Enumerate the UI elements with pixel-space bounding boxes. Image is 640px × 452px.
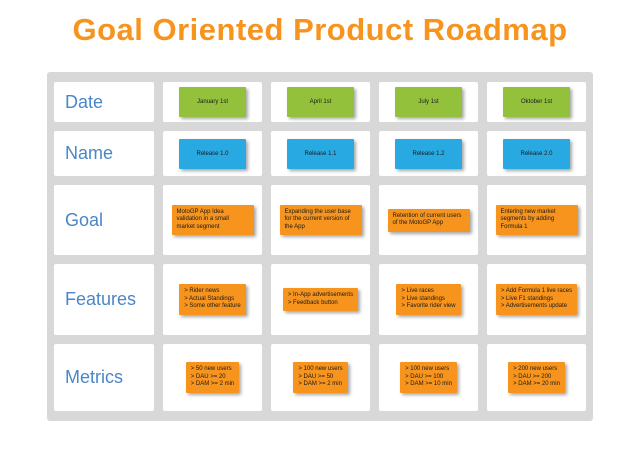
note-line: > DAU >= 100: [405, 373, 444, 380]
goal-cell: Retention of current users of the MotoGP…: [379, 185, 478, 255]
date-cell: Oktober 1st: [487, 82, 586, 122]
metrics-cell: > 100 new users > DAU >= 50 > DAM >= 2 m…: [271, 344, 370, 411]
note-line: > DAM >= 2 min: [298, 381, 342, 388]
goal-cell: Expanding the user base for the current …: [271, 185, 370, 255]
note-line: > DAU >= 50: [298, 373, 334, 380]
release-box: Release 1.1: [287, 138, 354, 169]
metrics-cell: > 50 new users > DAU >= 20 > DAM >= 2 mi…: [163, 344, 262, 411]
features-cell: > Live races > Live standings > Favorite…: [379, 264, 478, 335]
note-line: > DAM >= 2 min: [190, 381, 235, 388]
note-line: > Live races: [401, 288, 434, 295]
note-line: > Add Formula 1 live races: [500, 288, 573, 295]
row-label-metrics: Metrics: [54, 344, 154, 411]
row-label-date: Date: [54, 82, 154, 122]
date-box: January 1st: [179, 87, 246, 117]
release-box: Release 2.0: [503, 138, 570, 169]
goal-note: Retention of current users of the MotoGP…: [387, 208, 470, 232]
date-box: April 1st: [287, 87, 354, 117]
release-box: Release 1.0: [179, 138, 246, 169]
date-cell: April 1st: [271, 82, 370, 122]
note-line: > DAU >= 200: [513, 373, 552, 380]
features-cell: > Add Formula 1 live races > Live F1 sta…: [487, 264, 586, 335]
row-label-goal: Goal: [54, 185, 154, 255]
row-label-name: Name: [54, 131, 154, 176]
date-cell: January 1st: [163, 82, 262, 122]
note-line: > 50 new users: [190, 366, 232, 373]
features-note: > Rider news > Actual Standings > Some o…: [179, 284, 246, 315]
note-line: > In-App advertisements: [287, 292, 354, 298]
note-line: > Actual Standings: [184, 295, 235, 302]
metrics-note: > 100 new users > DAU >= 100 > DAM >= 10…: [400, 362, 457, 393]
note-line: > DAU >= 20: [190, 373, 226, 380]
note-line: > Live F1 standings: [500, 295, 554, 302]
date-cell: July 1st: [379, 82, 478, 122]
name-cell: Release 1.0: [163, 131, 262, 176]
goal-note: MotoGP App Idea validation in a small ma…: [171, 204, 254, 236]
note-line: > 200 new users: [513, 366, 558, 373]
release-box: Release 1.2: [395, 138, 462, 169]
note-line: > DAM >= 10 min: [405, 381, 452, 388]
note-line: > Favorite rider view: [401, 303, 456, 310]
note-line: > DAM >= 20 min: [513, 381, 560, 388]
note-line: > Feedback button: [287, 299, 338, 306]
note-line: > Live standings: [401, 295, 445, 302]
note-line: > Advertisements update: [500, 303, 568, 310]
metrics-note: > 100 new users > DAU >= 50 > DAM >= 2 m…: [293, 362, 348, 393]
features-note: > Live races > Live standings > Favorite…: [396, 284, 461, 315]
note-line: > 100 new users: [298, 366, 343, 373]
row-label-features: Features: [54, 264, 154, 335]
goal-note: Expanding the user base for the current …: [279, 204, 362, 236]
note-line: > 100 new users: [405, 366, 450, 373]
page-title: Goal Oriented Product Roadmap: [72, 12, 568, 47]
metrics-note: > 50 new users > DAU >= 20 > DAM >= 2 mi…: [185, 362, 240, 393]
note-line: > Some other feature: [184, 303, 241, 310]
goal-cell: Entering new market segments by adding F…: [487, 185, 586, 255]
metrics-cell: > 200 new users > DAU >= 200 > DAM >= 20…: [487, 344, 586, 411]
name-cell: Release 1.1: [271, 131, 370, 176]
name-cell: Release 2.0: [487, 131, 586, 176]
features-cell: > In-App advertisements > Feedback butto…: [271, 264, 370, 335]
features-note: > In-App advertisements > Feedback butto…: [282, 288, 359, 311]
features-note: > Add Formula 1 live races > Live F1 sta…: [495, 284, 578, 315]
goal-cell: MotoGP App Idea validation in a small ma…: [163, 185, 262, 255]
metrics-cell: > 100 new users > DAU >= 100 > DAM >= 10…: [379, 344, 478, 411]
date-box: July 1st: [395, 87, 462, 117]
date-box: Oktober 1st: [503, 87, 570, 117]
note-line: > Rider news: [184, 288, 220, 295]
roadmap-board: Date January 1st April 1st July 1st Okto…: [47, 72, 593, 421]
name-cell: Release 1.2: [379, 131, 478, 176]
metrics-note: > 200 new users > DAU >= 200 > DAM >= 20…: [508, 362, 565, 393]
features-cell: > Rider news > Actual Standings > Some o…: [163, 264, 262, 335]
goal-note: Entering new market segments by adding F…: [495, 204, 578, 236]
